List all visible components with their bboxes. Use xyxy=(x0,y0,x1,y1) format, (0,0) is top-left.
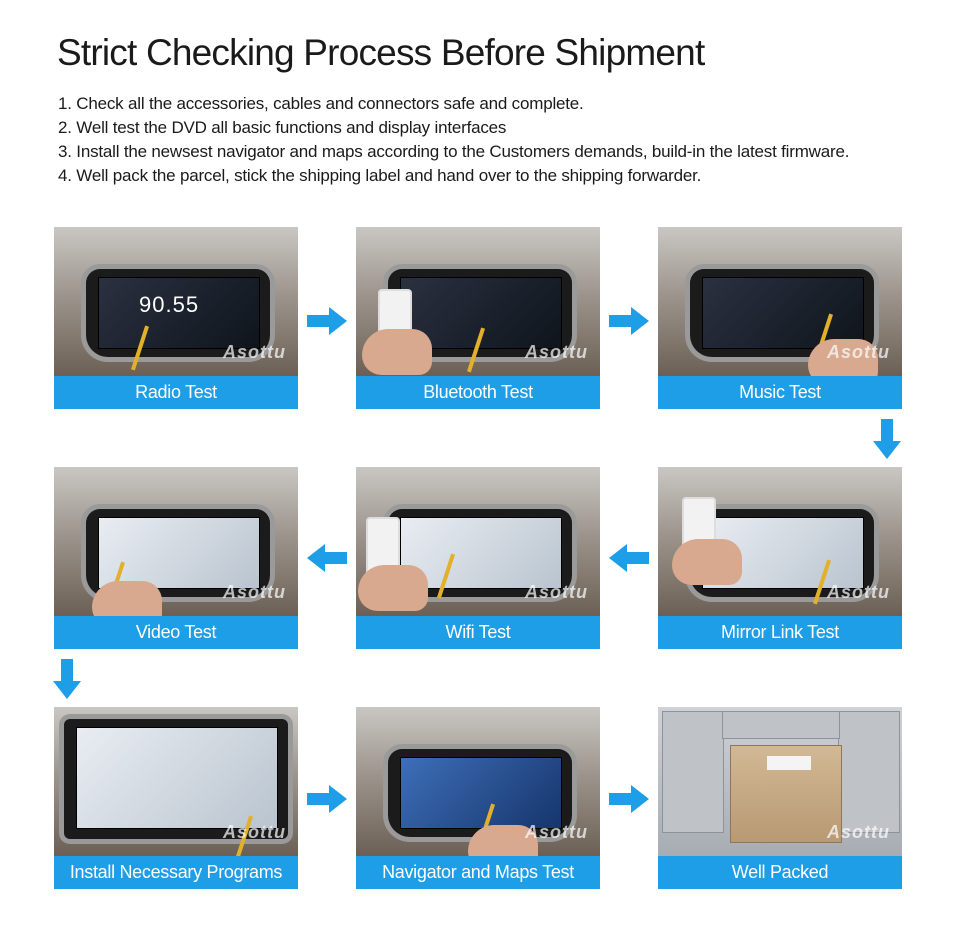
arrow-right-icon xyxy=(609,307,649,335)
card-radio-test: 90.55 Asottu Radio Test xyxy=(54,227,298,409)
step-item: 3. Install the newsest navigator and map… xyxy=(58,142,850,161)
bluetooth-test-photo: Asottu xyxy=(356,227,600,377)
video-test-photo: Asottu xyxy=(54,467,298,617)
music-test-photo: Asottu xyxy=(658,227,902,377)
card-install-programs: Asottu Install Necessary Programs xyxy=(54,707,298,889)
card-caption: Video Test xyxy=(54,616,298,649)
step-item: 1. Check all the accessories, cables and… xyxy=(58,94,584,113)
watermark: Asottu xyxy=(525,342,588,362)
card-bluetooth-test: Asottu Bluetooth Test xyxy=(356,227,600,409)
radio-test-photo: 90.55 Asottu xyxy=(54,227,298,377)
card-caption: Wifi Test xyxy=(356,616,600,649)
step-item: 4. Well pack the parcel, stick the shipp… xyxy=(58,166,702,185)
step-item: 2. Well test the DVD all basic functions… xyxy=(58,118,507,137)
arrow-left-icon xyxy=(307,544,347,572)
wifi-test-photo: Asottu xyxy=(356,467,600,617)
arrow-left-icon xyxy=(609,544,649,572)
watermark: Asottu xyxy=(525,582,588,602)
watermark: Asottu xyxy=(827,822,890,842)
watermark: Asottu xyxy=(223,822,286,842)
steps-list: 1. Check all the accessories, cables and… xyxy=(58,92,938,188)
card-caption: Music Test xyxy=(658,376,902,409)
card-caption: Mirror Link Test xyxy=(658,616,902,649)
watermark: Asottu xyxy=(827,342,890,362)
watermark: Asottu xyxy=(223,342,286,362)
radio-frequency: 90.55 xyxy=(139,292,200,317)
card-caption: Well Packed xyxy=(658,856,902,889)
watermark: Asottu xyxy=(827,582,890,602)
arrow-down-icon xyxy=(873,419,901,459)
card-navigator-maps: Asottu Navigator and Maps Test xyxy=(356,707,600,889)
arrow-down-icon xyxy=(53,659,81,699)
card-mirror-link-test: Asottu Mirror Link Test xyxy=(658,467,902,649)
arrow-right-icon xyxy=(609,785,649,813)
card-wifi-test: Asottu Wifi Test xyxy=(356,467,600,649)
navigator-maps-photo: Asottu xyxy=(356,707,600,857)
card-caption: Bluetooth Test xyxy=(356,376,600,409)
card-caption: Radio Test xyxy=(54,376,298,409)
watermark: Asottu xyxy=(223,582,286,602)
page-title: Strict Checking Process Before Shipment xyxy=(57,32,705,73)
install-programs-photo: Asottu xyxy=(54,707,298,857)
arrow-right-icon xyxy=(307,785,347,813)
watermark: Asottu xyxy=(525,822,588,842)
mirror-link-test-photo: Asottu xyxy=(658,467,902,617)
well-packed-photo: Asottu xyxy=(658,707,902,857)
card-video-test: Asottu Video Test xyxy=(54,467,298,649)
card-caption: Navigator and Maps Test xyxy=(356,856,600,889)
card-music-test: Asottu Music Test xyxy=(658,227,902,409)
arrow-right-icon xyxy=(307,307,347,335)
card-caption: Install Necessary Programs xyxy=(54,856,298,889)
card-well-packed: Asottu Well Packed xyxy=(658,707,902,889)
